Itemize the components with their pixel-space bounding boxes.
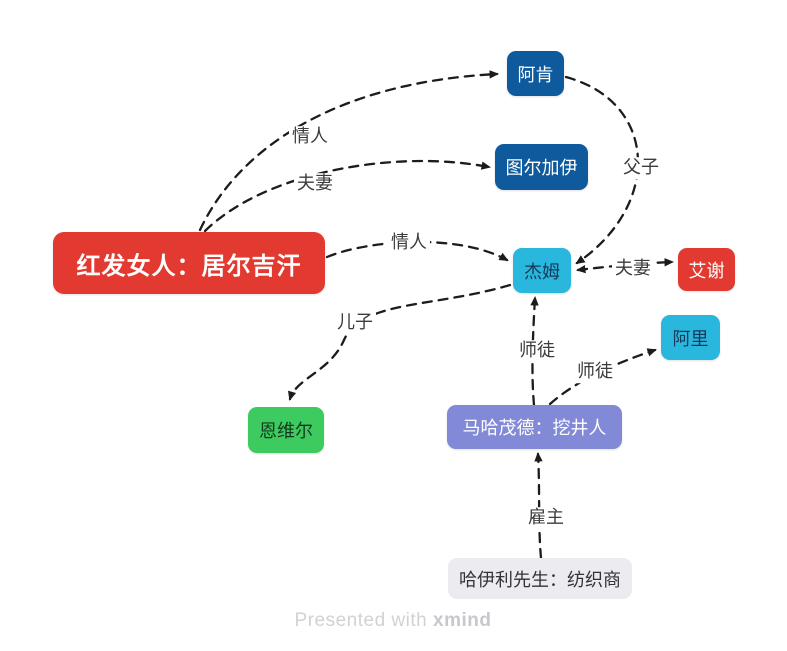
edge-line-son-enver [288,283,512,401]
node-ali[interactable]: 阿里 [661,315,720,360]
edge-line-spouse-turgay [203,159,491,233]
edge-label-lover-cem[interactable]: 情人 [388,232,430,254]
node-akin[interactable]: 阿肯 [507,51,564,96]
node-ayse[interactable]: 艾谢 [678,248,735,291]
node-enver[interactable]: 恩维尔 [248,407,324,453]
edge-label-spouse-ayse[interactable]: 夫妻 [612,258,654,280]
edge-line-employer [534,452,543,560]
edge-label-father-son[interactable]: 父子 [620,157,662,179]
node-hayri[interactable]: 哈伊利先生：纺织商 [448,558,632,599]
edge-label-mentor-ali[interactable]: 师徒 [574,361,616,383]
edge-label-employer[interactable]: 雇主 [525,507,567,529]
edge-label-mentor-cem[interactable]: 师徒 [516,340,558,362]
node-red-haired-woman[interactable]: 红发女人：居尔吉汗 [53,232,325,294]
watermark-prefix: Presented with [294,610,434,631]
edge-label-lover-akin[interactable]: 情人 [289,126,331,148]
node-turgay[interactable]: 图尔加伊 [495,144,588,190]
watermark-brand: xmind [433,610,492,631]
edge-label-spouse-turgay[interactable]: 夫妻 [294,173,336,195]
edge-line-lover-akin [198,70,499,232]
edge-label-son-enver[interactable]: 儿子 [334,312,376,334]
xmind-watermark: Presented with xmind [295,610,492,632]
node-cem[interactable]: 杰姆 [513,248,571,293]
node-mahmut[interactable]: 马哈茂德：挖井人 [447,405,622,449]
